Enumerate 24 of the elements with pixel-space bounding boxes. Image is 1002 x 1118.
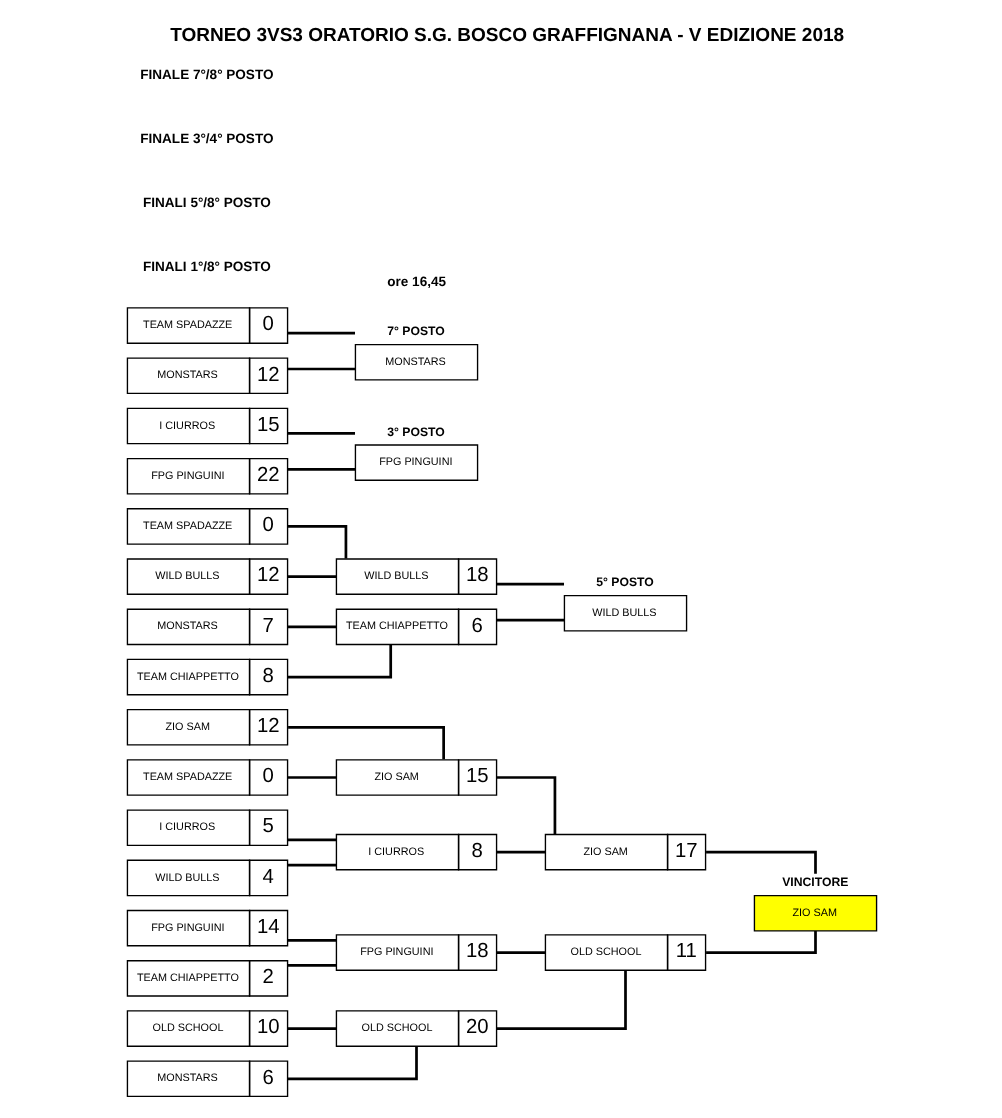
connector xyxy=(286,776,336,779)
connector xyxy=(286,863,336,867)
connector xyxy=(495,951,545,954)
connector xyxy=(286,838,336,842)
connector xyxy=(495,618,563,622)
connector xyxy=(495,850,545,854)
connector xyxy=(286,432,354,435)
connector xyxy=(495,582,563,586)
connector xyxy=(286,645,392,679)
connector xyxy=(286,1046,417,1081)
connector xyxy=(286,331,354,335)
connector xyxy=(286,468,354,471)
connector xyxy=(286,575,336,578)
connector xyxy=(287,725,444,760)
connector xyxy=(286,625,336,629)
connector xyxy=(705,931,816,954)
connector xyxy=(495,776,556,835)
connector xyxy=(495,970,626,1030)
connector xyxy=(286,367,354,371)
connector xyxy=(286,525,347,559)
connector xyxy=(286,1027,336,1030)
connector xyxy=(286,939,336,942)
diagram-title: TORNEO 3VS3 ORATORIO S.G. BOSCO GRAFFIGNANA - V EDIZIONE 2018 xyxy=(169,24,844,47)
connector xyxy=(286,964,336,967)
